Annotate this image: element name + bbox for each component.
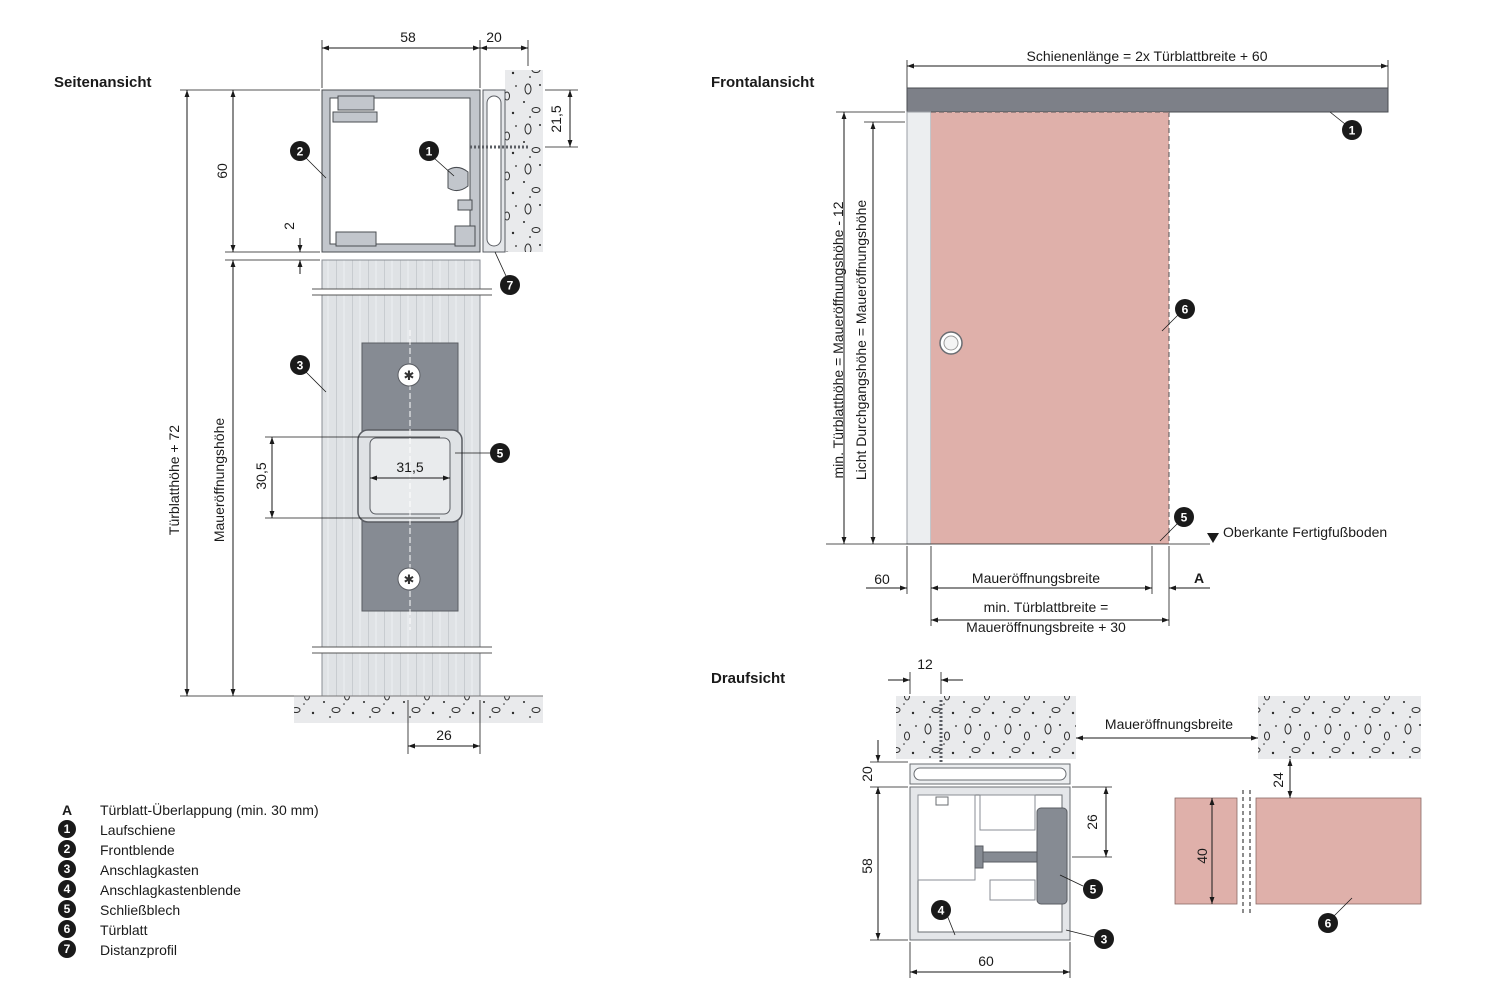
callout-badge-3: 3 [1094, 929, 1114, 949]
callout-badge-7: 7 [500, 275, 520, 295]
dim-plate-width: 31,5 [396, 459, 423, 475]
svg-text:6: 6 [1325, 917, 1332, 931]
dim-left-offset: 60 [874, 571, 890, 587]
svg-text:3: 3 [1101, 933, 1108, 947]
dim-plate-depth: 26 [1084, 814, 1100, 830]
legend-badge-2 [58, 840, 76, 858]
legend-item: Anschlagkasten [100, 862, 199, 878]
dim-top-width: 58 [400, 29, 416, 45]
svg-text:5: 5 [1090, 883, 1097, 897]
svg-text:6: 6 [64, 922, 71, 936]
frontblende-front [906, 111, 932, 545]
top-view-title: Draufsicht [711, 670, 785, 687]
callout-badge-5: 5 [1174, 507, 1194, 527]
screw-icon [397, 567, 421, 591]
dim-door-thickness: 40 [1194, 848, 1210, 864]
dim-gap: 2 [281, 222, 297, 230]
callout-badge-5: 5 [1083, 879, 1103, 899]
floor-label: Oberkante Fertigfußboden [1223, 524, 1387, 540]
callout-badge-6: 6 [1175, 299, 1195, 319]
dim-offset-top: 21,5 [548, 105, 564, 132]
svg-text:1: 1 [426, 145, 433, 159]
dim-spacer: 20 [859, 766, 875, 782]
svg-text:5: 5 [497, 447, 504, 461]
dim-door-height-1: min. Türblatthöhe = Maueröffnungshöhe - … [830, 201, 846, 478]
svg-text:✱: ✱ [404, 572, 415, 587]
dim-top-spacer: 20 [486, 29, 502, 45]
dim-plate-height: 30,5 [253, 462, 269, 489]
svg-text:7: 7 [507, 279, 514, 293]
dim-opening-width: Maueröffnungsbreite [972, 570, 1100, 586]
svg-text:4: 4 [64, 882, 71, 896]
svg-text:4: 4 [938, 904, 945, 918]
dim-screw-offset: 12 [917, 656, 933, 672]
svg-text:6: 6 [1182, 303, 1189, 317]
schliessblech-top [1036, 807, 1068, 905]
callout-badge-2: 2 [290, 141, 310, 161]
dim-total-height: Türblatthöhe + 72 [166, 425, 182, 535]
svg-text:3: 3 [297, 359, 304, 373]
callout-badge-4: 4 [931, 900, 951, 920]
dim-width: 60 [978, 953, 994, 969]
legend-badge-4 [58, 880, 76, 898]
callout-badge-1: 1 [419, 141, 439, 161]
floor-section [294, 696, 543, 723]
svg-text:5: 5 [64, 902, 71, 916]
legend-badge-3 [58, 860, 76, 878]
svg-text:1: 1 [64, 822, 71, 836]
callout-badge-1: 1 [1342, 120, 1362, 140]
legend-item: Anschlagkastenblende [100, 882, 241, 898]
callout-badge-6: 6 [1318, 913, 1338, 933]
dim-opening-width-top: Maueröffnungsbreite [1105, 716, 1233, 732]
wall-left [896, 696, 1076, 759]
laufschiene [906, 87, 1389, 113]
dim-floor-width: 26 [436, 727, 452, 743]
dim-opening-height: Maueröffnungshöhe [211, 418, 227, 542]
dim-door-height-2: Licht Durchgangshöhe = Maueröffnungshöhe [853, 200, 869, 481]
svg-text:7: 7 [64, 942, 71, 956]
svg-text:✱: ✱ [404, 368, 415, 383]
callout-badge-5: 5 [490, 443, 510, 463]
dim-depth: 58 [859, 858, 875, 874]
wall-right [1258, 696, 1421, 759]
legend-item: Distanzprofil [100, 942, 177, 958]
screw-icon [397, 363, 421, 387]
side-view-title: Seitenansicht [54, 74, 152, 91]
door-leaf-top-left [1174, 797, 1238, 905]
legend: A Türblatt-Überlappung (min. 30 mm) 1 La… [58, 801, 319, 958]
legend-item: Frontblende [100, 842, 175, 858]
legend-item: Laufschiene [100, 822, 176, 838]
door-leaf-top-right [1255, 797, 1422, 905]
front-view-title: Frontalansicht [711, 74, 814, 91]
svg-text:2: 2 [64, 842, 71, 856]
legend-item: Türblatt [100, 922, 148, 938]
legend-badge-5 [58, 900, 76, 918]
door-leaf [931, 112, 1169, 544]
svg-text:3: 3 [64, 862, 71, 876]
legend-key-a: A [62, 802, 72, 818]
dim-door-width-2: Maueröffnungsbreite + 30 [966, 619, 1126, 635]
svg-text:5: 5 [1181, 511, 1188, 525]
svg-text:1: 1 [1349, 124, 1356, 138]
wall-section [505, 70, 543, 252]
dim-profile-height: 60 [214, 163, 230, 179]
dim-door-width-1: min. Türblattbreite = [984, 599, 1109, 615]
dim-overlap: A [1194, 570, 1204, 586]
legend-badge-7 [58, 940, 76, 958]
legend-badge-6 [58, 920, 76, 938]
legend-item: Schließblech [100, 902, 180, 918]
legend-item: Türblatt-Überlappung (min. 30 mm) [100, 801, 319, 818]
dim-rail-length: Schienenlänge = 2x Türblattbreite + 60 [1026, 48, 1267, 64]
legend-badge-1 [58, 820, 76, 838]
callout-badge-3: 3 [290, 355, 310, 375]
svg-text:2: 2 [297, 145, 304, 159]
dim-door-gap: 24 [1270, 772, 1286, 788]
